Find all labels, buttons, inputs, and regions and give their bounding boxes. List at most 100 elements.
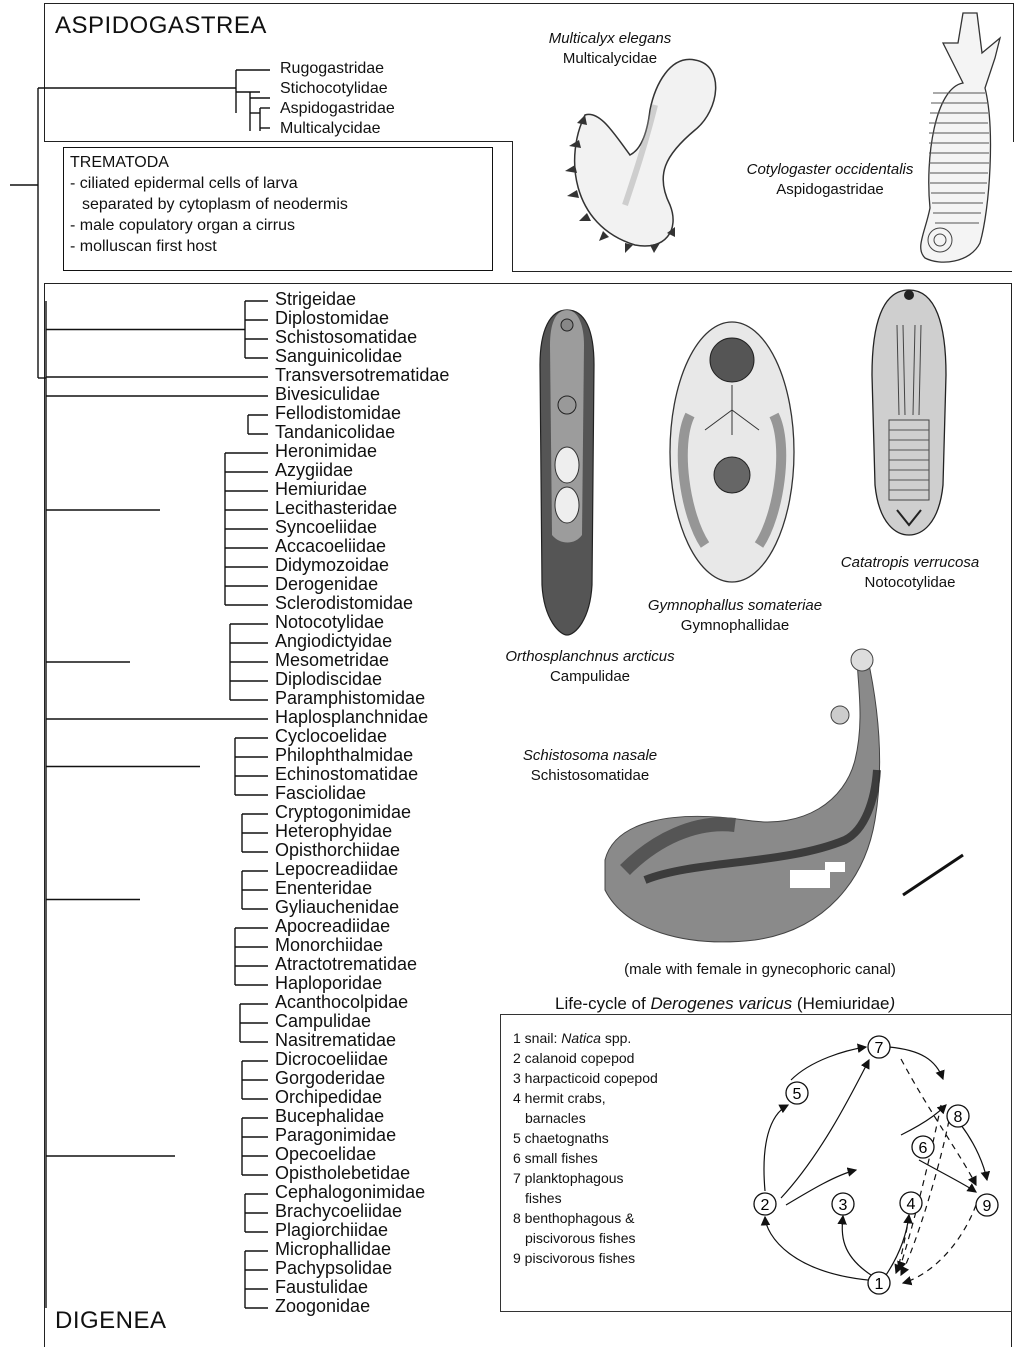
digenea-family-label: Diplodiscidae	[275, 670, 382, 689]
digenea-family-label: Lecithasteridae	[275, 499, 397, 518]
life-cycle-box: 1 snail: Natica spp. 2 calanoid copepod 3 …	[500, 1014, 1012, 1312]
catatropis-illustration	[867, 285, 952, 540]
life-cycle-title-prefix: Life-cycle of	[555, 994, 650, 1013]
life-cycle-host-item: 3 harpacticoid copepod	[513, 1069, 658, 1087]
life-cycle-host-item: barnacles	[525, 1109, 586, 1127]
life-cycle-host-item: 9 piscivorous fishes	[513, 1249, 635, 1267]
life-cycle-host-item: 8 benthophagous &	[513, 1209, 634, 1227]
life-cycle-host-item: 4 hermit crabs,	[513, 1089, 606, 1107]
digenea-family-label: Enenteridae	[275, 879, 372, 898]
life-cycle-title: Life-cycle of Derogenes varicus (Hemiuri…	[555, 994, 895, 1014]
digenea-family-label: Campulidae	[275, 1012, 371, 1031]
caption-gymnophallus-family: Gymnophallidae	[681, 617, 789, 634]
digenea-family-label: Didymozoidae	[275, 556, 389, 575]
life-cycle-title-suffix: (Hemiuridae	[792, 994, 889, 1013]
digenea-family-label: Echinostomatidae	[275, 765, 418, 784]
life-cycle-title-close: )	[890, 994, 896, 1013]
life-cycle-node-label-9: 9	[983, 1198, 992, 1215]
digenea-family-label: Strigeidae	[275, 290, 356, 309]
digenea-family-label: Mesometridae	[275, 651, 389, 670]
digenea-family-label: Paragonimidae	[275, 1126, 396, 1145]
digenea-family-label: Nasitrematidae	[275, 1031, 396, 1050]
digenea-family-label: Notocotylidae	[275, 613, 384, 632]
digenea-family-label: Opecoelidae	[275, 1145, 376, 1164]
life-cycle-diagram: 1 2 3 4 5 6 7 8 9	[751, 1035, 1006, 1305]
digenea-family-label: Microphallidae	[275, 1240, 391, 1259]
caption-cotylogaster-species: Cotylogaster occidentalis	[747, 161, 914, 178]
digenea-family-label: Brachycoeliidae	[275, 1202, 402, 1221]
caption-gymnophallus-species: Gymnophallus somateriae	[648, 597, 822, 614]
digenea-family-label: Bivesiculidae	[275, 385, 380, 404]
caption-catatropis: Catatropis verrucosa Notocotylidae	[820, 553, 1000, 593]
digenea-family-label: Azygiidae	[275, 461, 353, 480]
life-cycle-node-label-8: 8	[954, 1109, 963, 1126]
digenea-family-label: Tandanicolidae	[275, 423, 395, 442]
digenea-family-label: Transversotrematidae	[275, 366, 449, 385]
digenea-family-label: Fellodistomidae	[275, 404, 401, 423]
multicalyx-illustration	[555, 55, 725, 260]
digenea-family-label: Zoogonidae	[275, 1297, 370, 1316]
caption-multicalyx-species: Multicalyx elegans	[549, 30, 672, 47]
phylogenetic-tree	[0, 0, 520, 1347]
digenea-family-label: Philophthalmidae	[275, 746, 413, 765]
digenea-family-label: Cryptogonimidae	[275, 803, 411, 822]
life-cycle-node-label-7: 7	[875, 1040, 884, 1057]
caption-catatropis-family: Notocotylidae	[865, 574, 956, 591]
digenea-family-label: Accacoeliidae	[275, 537, 386, 556]
digenea-family-label: Heronimidae	[275, 442, 377, 461]
digenea-family-label: Atractotrematidae	[275, 955, 417, 974]
digenea-family-label: Lepocreadiidae	[275, 860, 398, 879]
digenea-family-label: Cyclocoelidae	[275, 727, 387, 746]
life-cycle-node-label-6: 6	[919, 1140, 928, 1157]
life-cycle-host-item: 1 snail: Natica spp.	[513, 1029, 631, 1047]
digenea-family-label: Bucephalidae	[275, 1107, 384, 1126]
digenea-family-label: Gyliauchenidae	[275, 898, 399, 917]
digenea-family-label: Syncoeliidae	[275, 518, 377, 537]
digenea-family-label: Cephalogonimidae	[275, 1183, 425, 1202]
schistosoma-note: (male with female in gynecophoric canal)	[560, 960, 960, 980]
caption-catatropis-species: Catatropis verrucosa	[841, 554, 979, 571]
digenea-family-label: Opisthorchiidae	[275, 841, 400, 860]
life-cycle-node-label-1: 1	[875, 1276, 884, 1293]
digenea-family-label: Opistholebetidae	[275, 1164, 410, 1183]
digenea-family-label: Faustulidae	[275, 1278, 368, 1297]
cotylogaster-illustration	[905, 8, 1005, 266]
digenea-family-label: Diplostomidae	[275, 309, 389, 328]
digenea-family-label: Angiodictyidae	[275, 632, 392, 651]
life-cycle-node-label-4: 4	[907, 1196, 916, 1213]
life-cycle-host-item: 5 chaetognaths	[513, 1129, 609, 1147]
life-cycle-host-item: piscivorous fishes	[525, 1229, 636, 1247]
digenea-family-label: Gorgoderidae	[275, 1069, 385, 1088]
digenea-family-label: Derogenidae	[275, 575, 378, 594]
digenea-family-label: Monorchiidae	[275, 936, 383, 955]
caption-gymnophallus: Gymnophallus somateriae Gymnophallidae	[620, 596, 850, 636]
digenea-family-label: Paramphistomidae	[275, 689, 425, 708]
life-cycle-host-item: 7 planktophagous	[513, 1169, 624, 1187]
life-cycle-title-species: Derogenes varicus	[650, 994, 792, 1013]
digenea-family-label: Schistosomatidae	[275, 328, 417, 347]
life-cycle-node-label-2: 2	[761, 1197, 770, 1214]
digenea-family-label: Pachypsolidae	[275, 1259, 392, 1278]
digenea-family-label: Apocreadiidae	[275, 917, 390, 936]
digenea-family-label: Sclerodistomidae	[275, 594, 413, 613]
aspidogastrea-panel-step-h	[512, 271, 1012, 272]
digenea-family-label: Sanguinicolidae	[275, 347, 402, 366]
digenea-family-label: Haplosplanchnidae	[275, 708, 428, 727]
digenea-family-label: Haploporidae	[275, 974, 382, 993]
life-cycle-node-label-3: 3	[839, 1197, 848, 1214]
life-cycle-host-item: 2 calanoid copepod	[513, 1049, 634, 1067]
digenea-family-label: Fasciolidae	[275, 784, 366, 803]
digenea-family-label: Acanthocolpidae	[275, 993, 408, 1012]
digenea-family-label: Heterophyidae	[275, 822, 392, 841]
life-cycle-node-label-5: 5	[793, 1086, 802, 1103]
digenea-family-label: Orchipedidae	[275, 1088, 382, 1107]
orthosplanchnus-illustration	[530, 305, 605, 640]
digenea-family-label: Hemiuridae	[275, 480, 367, 499]
gymnophallus-illustration	[665, 315, 800, 590]
schistosoma-photo	[585, 640, 1005, 960]
life-cycle-host-item: fishes	[525, 1189, 562, 1207]
digenea-family-label: Dicrocoeliidae	[275, 1050, 388, 1069]
caption-cotylogaster-family: Aspidogastridae	[776, 181, 884, 198]
life-cycle-host-item: 6 small fishes	[513, 1149, 598, 1167]
digenea-family-label: Plagiorchiidae	[275, 1221, 388, 1240]
